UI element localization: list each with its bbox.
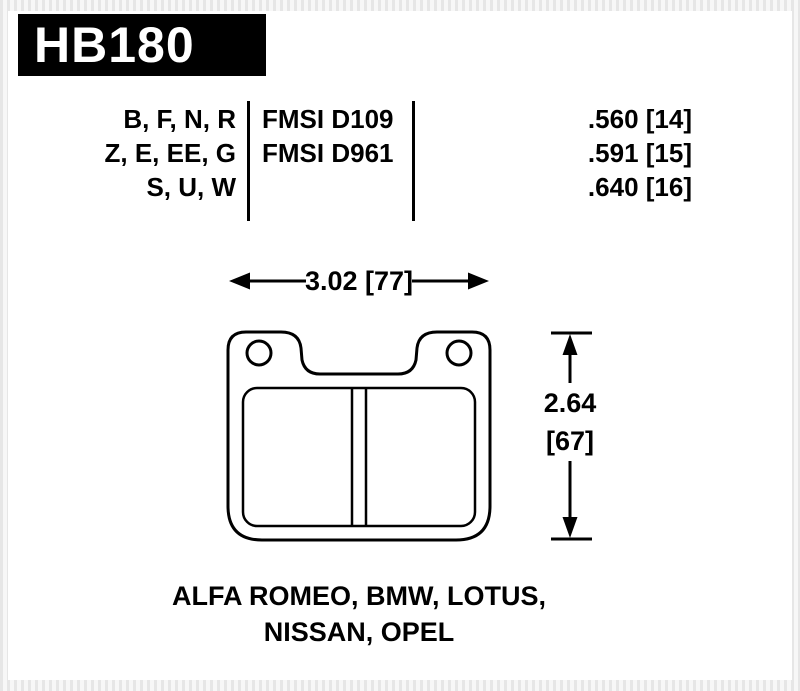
table-divider <box>412 101 415 221</box>
pad-outline <box>226 330 492 542</box>
compound-codes-column: B, F, N, R Z, E, EE, G S, U, W <box>30 102 236 204</box>
compound-row: S, U, W <box>146 172 236 202</box>
thickness-row: .640 [16] <box>587 172 692 202</box>
fmsi-row: FMSI D961 <box>262 138 394 168</box>
compound-row: B, F, N, R <box>123 104 236 134</box>
width-dimension-label: 3.02 [77] <box>304 266 414 296</box>
fmsi-row: FMSI D109 <box>262 104 394 134</box>
height-dimension-label-inches: 2.64 <box>543 388 597 418</box>
width-dimension-arrow <box>229 272 489 290</box>
fmsi-column: FMSI D109 FMSI D961 <box>262 102 412 170</box>
application-line: ALFA ROMEO, BMW, LOTUS, <box>172 581 546 611</box>
table-divider <box>247 101 250 221</box>
thickness-row: .591 [15] <box>587 138 692 168</box>
application-line: NISSAN, OPEL <box>263 617 455 647</box>
part-number: HB180 <box>34 17 195 73</box>
part-number-box: HB180 <box>18 14 266 76</box>
compound-row: Z, E, EE, G <box>104 138 236 168</box>
applications-list: ALFA ROMEO, BMW, LOTUS, NISSAN, OPEL <box>129 578 589 650</box>
height-dimension-arrow <box>551 331 592 541</box>
height-dimension-label-mm: [67] <box>545 426 594 456</box>
thickness-column: .560 [14] .591 [15] .640 [16] <box>490 102 692 204</box>
mount-hole-right <box>445 339 473 367</box>
thickness-row: .560 [14] <box>587 104 692 134</box>
friction-surface-outline <box>241 386 477 528</box>
mount-hole-left <box>245 339 273 367</box>
spec-sheet-canvas <box>8 11 792 680</box>
